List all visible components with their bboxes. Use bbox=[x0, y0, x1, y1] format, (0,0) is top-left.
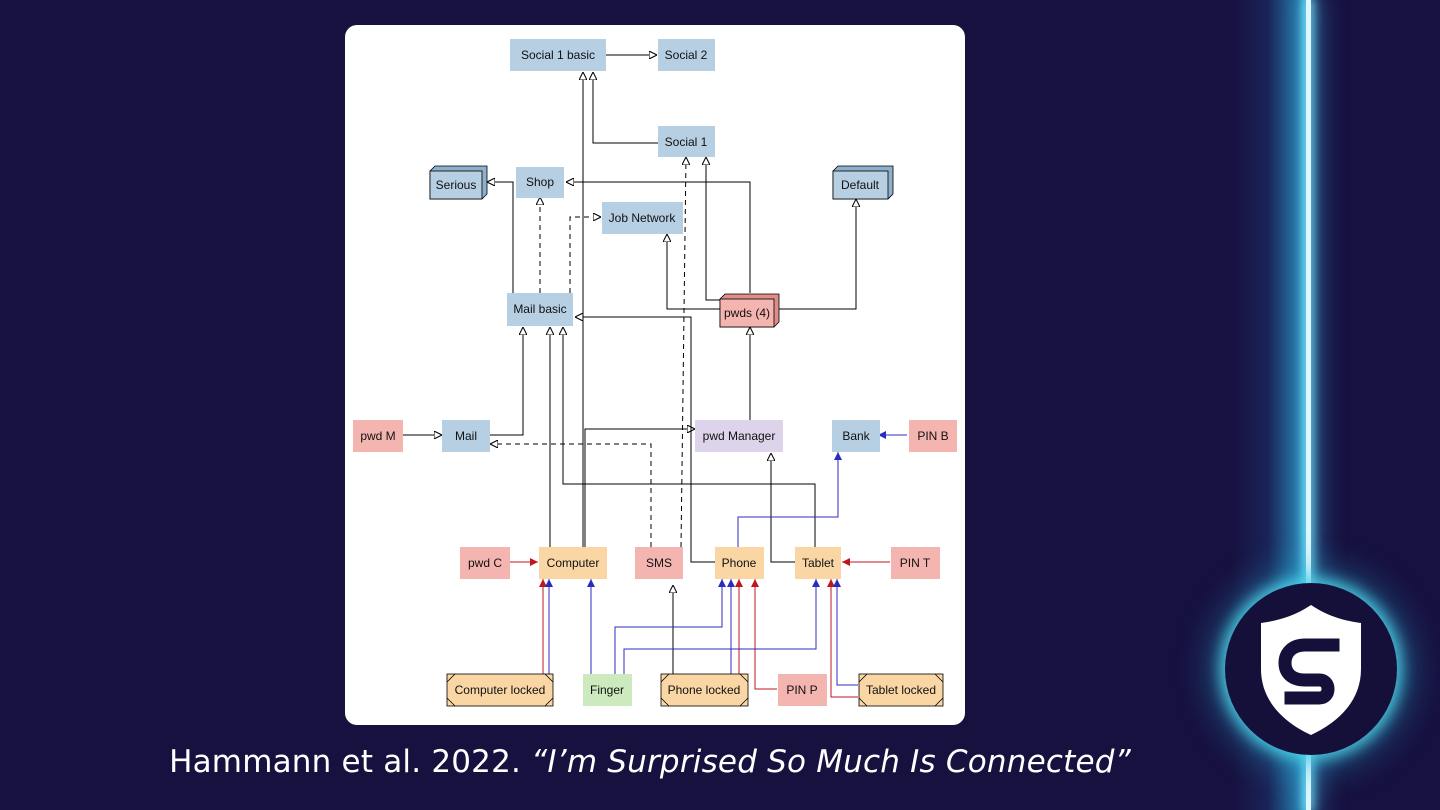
svg-text:Computer locked: Computer locked bbox=[455, 683, 546, 697]
edge-tabletlocked-tablet-red bbox=[827, 579, 858, 698]
edge-computer-pwdmanager bbox=[584, 429, 695, 547]
node-sms: SMS bbox=[635, 547, 683, 579]
edge-pwds-jobnetwork bbox=[667, 234, 720, 310]
caption-citation: Hammann et al. 2022. bbox=[169, 744, 532, 780]
edge-tabletlocked-tablet-blue bbox=[833, 579, 858, 686]
node-mail: Mail bbox=[442, 420, 490, 452]
svg-text:pwd C: pwd C bbox=[468, 556, 502, 570]
svg-text:Computer: Computer bbox=[547, 556, 600, 570]
account-dependency-graph: Social 1 basic Social 2 Social 1 Serious… bbox=[353, 39, 957, 707]
edge-sms-mail bbox=[490, 444, 652, 547]
svg-text:Social 1 basic: Social 1 basic bbox=[521, 48, 595, 62]
node-computer: Computer bbox=[539, 547, 607, 579]
edge-phone-mailbasic bbox=[575, 317, 715, 563]
svg-text:Social 2: Social 2 bbox=[665, 48, 708, 62]
svg-text:Finger: Finger bbox=[590, 683, 624, 697]
edge-pinp-phone bbox=[751, 579, 777, 690]
edge-sms-social1 bbox=[680, 157, 686, 548]
edge-pwds-social1 bbox=[706, 157, 730, 301]
node-bank: Bank bbox=[832, 420, 880, 452]
edge-pwds-shop bbox=[566, 182, 751, 293]
node-mailbasic: Mail basic bbox=[507, 293, 573, 326]
svg-text:Tablet locked: Tablet locked bbox=[866, 683, 936, 697]
nodes: Social 1 basic Social 2 Social 1 Serious… bbox=[353, 39, 957, 707]
svg-text:PIN P: PIN P bbox=[786, 683, 817, 697]
svg-text:Job Network: Job Network bbox=[609, 211, 677, 225]
node-pwdc: pwd C bbox=[460, 547, 510, 579]
svg-text:Bank: Bank bbox=[842, 429, 870, 443]
edges-dashed bbox=[490, 157, 686, 548]
diagram-card: Social 1 basic Social 2 Social 1 Serious… bbox=[345, 25, 965, 725]
edge-mailbasic-jobnetwork bbox=[569, 217, 601, 293]
edge-mailbasic-serious bbox=[487, 182, 514, 293]
svg-text:Shop: Shop bbox=[526, 175, 554, 189]
node-computerlocked: Computer locked bbox=[446, 673, 554, 707]
node-pinp: PIN P bbox=[778, 674, 827, 706]
edges-solid bbox=[402, 55, 856, 675]
logo-badge bbox=[1225, 583, 1397, 755]
node-pinb: PIN B bbox=[909, 420, 957, 452]
node-jobnetwork: Job Network bbox=[602, 202, 683, 234]
svg-text:Mail: Mail bbox=[455, 429, 477, 443]
svg-text:Mail basic: Mail basic bbox=[513, 302, 566, 316]
svg-text:Serious: Serious bbox=[436, 178, 477, 192]
svg-text:Social 1: Social 1 bbox=[665, 135, 708, 149]
node-serious: Serious bbox=[429, 165, 488, 200]
edge-phone-bank bbox=[737, 452, 842, 547]
node-default: Default bbox=[832, 165, 894, 200]
svg-text:pwd M: pwd M bbox=[360, 429, 395, 443]
caption-title: “I’m Surprised So Much Is Connected” bbox=[531, 744, 1131, 780]
edge-tablet-pwdmanager bbox=[771, 453, 795, 563]
node-phone: Phone bbox=[715, 547, 764, 579]
node-shop: Shop bbox=[516, 167, 564, 198]
svg-text:Default: Default bbox=[841, 178, 880, 192]
side-glow-line bbox=[1306, 0, 1311, 810]
node-social1: Social 1 bbox=[658, 126, 715, 157]
node-social1basic: Social 1 basic bbox=[510, 39, 606, 71]
node-phonelocked: Phone locked bbox=[660, 673, 749, 707]
svg-text:Phone: Phone bbox=[722, 556, 757, 570]
citation-caption: Hammann et al. 2022. “I’m Surprised So M… bbox=[0, 744, 1300, 780]
edge-finger-tablet bbox=[623, 579, 820, 675]
node-pwdm: pwd M bbox=[353, 420, 403, 452]
node-pwds: pwds (4) bbox=[719, 293, 780, 328]
svg-text:Phone locked: Phone locked bbox=[668, 683, 741, 697]
svg-text:pwd Manager: pwd Manager bbox=[703, 429, 776, 443]
node-pwdmanager: pwd Manager bbox=[695, 420, 783, 452]
node-tabletlocked: Tablet locked bbox=[858, 673, 944, 707]
svg-text:pwds (4): pwds (4) bbox=[724, 306, 770, 320]
node-finger: Finger bbox=[583, 674, 632, 706]
edge-tablet-mailbasic bbox=[563, 327, 816, 547]
svg-text:SMS: SMS bbox=[646, 556, 672, 570]
edge-finger-phone bbox=[614, 579, 726, 675]
edge-mail-mailbasic bbox=[490, 327, 523, 436]
edge-pwds-default bbox=[779, 199, 856, 310]
node-tablet: Tablet bbox=[795, 547, 841, 579]
edges-blue bbox=[545, 431, 907, 686]
svg-text:PIN T: PIN T bbox=[900, 556, 931, 570]
edges-red bbox=[510, 558, 890, 698]
svg-text:PIN B: PIN B bbox=[917, 429, 948, 443]
shield-s-logo-icon bbox=[1261, 605, 1361, 735]
svg-text:Tablet: Tablet bbox=[802, 556, 835, 570]
node-social2: Social 2 bbox=[658, 39, 715, 71]
node-pint: PIN T bbox=[891, 547, 940, 579]
